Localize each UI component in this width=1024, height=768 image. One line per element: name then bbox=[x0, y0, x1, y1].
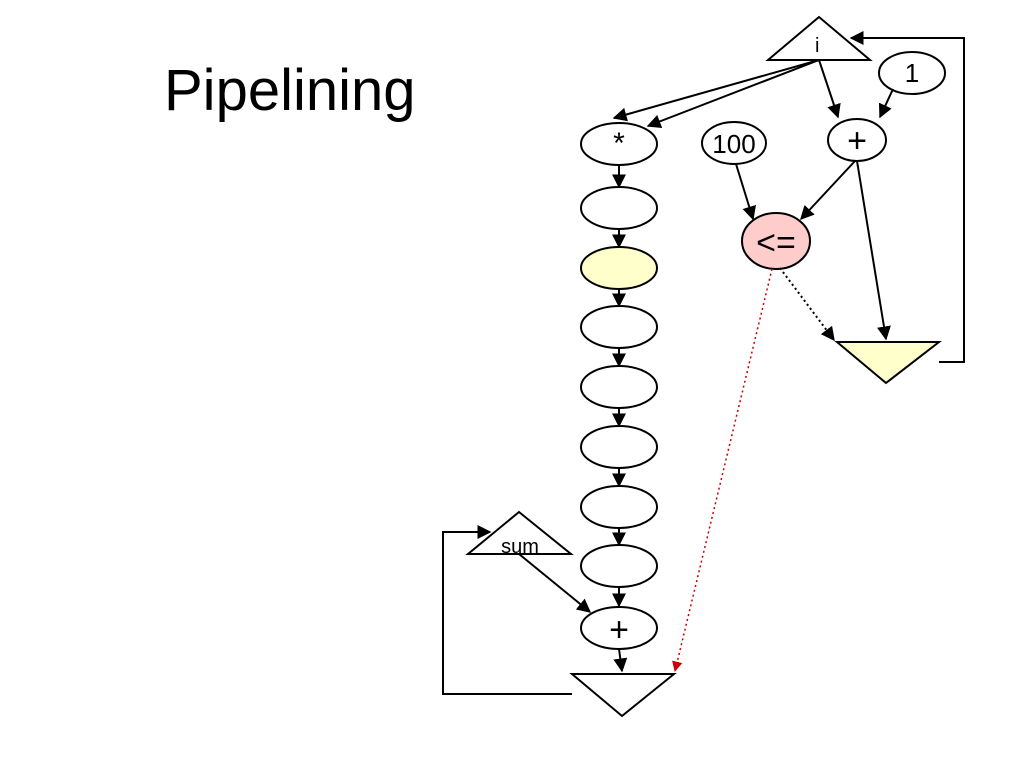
pipeline-stage-7 bbox=[580, 544, 658, 588]
const-one-label: 1 bbox=[905, 58, 919, 88]
i-feedback-line bbox=[849, 31, 965, 363]
i-to-plus-arrow bbox=[818, 59, 841, 119]
sum-loop-triangle bbox=[569, 673, 677, 718]
plus-to-loop-arrow bbox=[856, 160, 891, 341]
hundred-to-compare-arrow bbox=[735, 163, 756, 221]
mul-label: * bbox=[613, 127, 625, 160]
pipeline-stage-3 bbox=[580, 305, 658, 349]
sum-to-plus-arrow bbox=[518, 553, 592, 613]
pipeline-stage-6 bbox=[580, 485, 658, 529]
sum-feedback-line bbox=[442, 525, 572, 695]
i-to-mul-arrow-a bbox=[612, 59, 820, 122]
sum-label: sum bbox=[501, 536, 539, 558]
i-to-mul-arrow-b bbox=[646, 59, 820, 128]
sum-plus-label: + bbox=[609, 611, 629, 649]
plus-to-compare-arrow bbox=[800, 160, 856, 221]
compare-to-loop-dotted bbox=[779, 267, 835, 342]
compare-to-sum-dotted bbox=[672, 268, 773, 673]
compare-node bbox=[741, 212, 811, 270]
slide-title: Pipelining bbox=[164, 58, 416, 123]
pipeline-stage-2 bbox=[580, 246, 658, 290]
one-to-plus-arrow bbox=[878, 88, 894, 119]
plus-to-sum-loop-arrow bbox=[613, 648, 628, 673]
compare-label: <= bbox=[756, 224, 796, 262]
i-loop-triangle bbox=[834, 341, 942, 385]
const-100-node bbox=[701, 121, 767, 165]
const-one-node bbox=[878, 51, 946, 95]
pipeline-stage-1 bbox=[580, 186, 658, 230]
pipeline-stage-4 bbox=[580, 365, 658, 409]
pipeline-stage-5 bbox=[580, 425, 658, 469]
i-label: i bbox=[815, 35, 819, 57]
increment-plus-label: + bbox=[847, 122, 867, 160]
const-100-label: 100 bbox=[712, 129, 755, 159]
